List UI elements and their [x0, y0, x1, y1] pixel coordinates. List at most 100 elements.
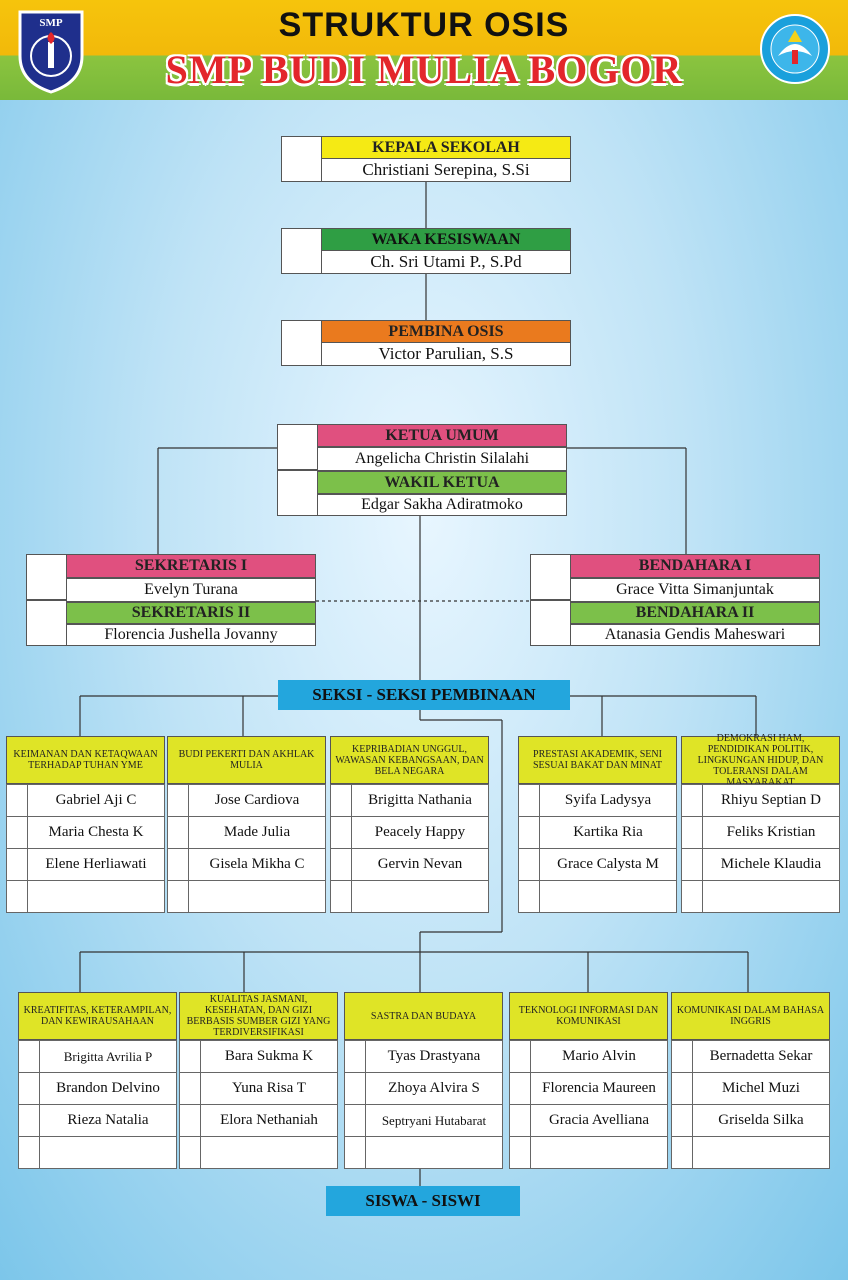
empty-slot — [351, 880, 489, 913]
member-photo-slot — [6, 816, 28, 849]
member-name: Rieza Natalia — [39, 1104, 177, 1137]
school-logo: SMP — [18, 10, 84, 94]
seksi-pembinaan-label: SEKSI - SEKSI PEMBINAAN — [278, 680, 570, 710]
member-name: Maria Chesta K — [27, 816, 165, 849]
member-photo-slot — [518, 848, 540, 881]
section-title: DEMOKRASI HAM, PENDIDIKAN POLITIK, LINGK… — [681, 733, 840, 788]
member-photo-slot — [671, 1040, 693, 1073]
empty-slot — [702, 880, 840, 913]
member-name: Syifa Ladysya — [539, 784, 677, 817]
member-name: Yuna Risa T — [200, 1072, 338, 1105]
member-name: Michele Klaudia — [702, 848, 840, 881]
photo-placeholder — [530, 600, 571, 646]
member-photo-slot — [330, 784, 352, 817]
member-photo-slot — [344, 1072, 366, 1105]
member-photo-slot — [509, 1136, 531, 1169]
leader-name: Ch. Sri Utami P., S.Pd — [321, 250, 571, 274]
member-photo-slot — [671, 1072, 693, 1105]
ketua-role: KETUA UMUM — [317, 424, 567, 447]
section-title: SASTRA DAN BUDAYA — [344, 992, 503, 1040]
member-photo-slot — [6, 784, 28, 817]
section-title: KOMUNIKASI DALAM BAHASA INGGRIS — [671, 992, 830, 1040]
member-name: Bara Sukma K — [200, 1040, 338, 1073]
wakil-name: Edgar Sakha Adiratmoko — [317, 494, 567, 516]
member-photo-slot — [18, 1104, 40, 1137]
member-name: Rhiyu Septian D — [702, 784, 840, 817]
member-photo-slot — [681, 848, 703, 881]
school-name: SMP BUDI MULIA BOGOR — [165, 47, 683, 92]
member-photo-slot — [167, 880, 189, 913]
member-photo-slot — [344, 1040, 366, 1073]
member-photo-slot — [179, 1136, 201, 1169]
empty-slot — [365, 1136, 503, 1169]
member-name: Zhoya Alvira S — [365, 1072, 503, 1105]
member-photo-slot — [518, 816, 540, 849]
logo-text: SMP — [39, 17, 63, 29]
member-photo-slot — [6, 848, 28, 881]
bendahara1-name: Grace Vitta Simanjuntak — [570, 578, 820, 602]
member-name: Mario Alvin — [530, 1040, 668, 1073]
section-title: PRESTASI AKADEMIK, SENI SESUAI BAKAT DAN… — [518, 736, 677, 784]
member-name: Elora Nethaniah — [200, 1104, 338, 1137]
member-name: Michel Muzi — [692, 1072, 830, 1105]
member-name: Kartika Ria — [539, 816, 677, 849]
empty-slot — [692, 1136, 830, 1169]
member-name: Brigitta Avrilia P — [39, 1040, 177, 1073]
member-photo-slot — [681, 816, 703, 849]
section-title: KUALITAS JASMANI, KESEHATAN, DAN GIZI BE… — [179, 992, 338, 1040]
member-name: Grace Calysta M — [539, 848, 677, 881]
sekretaris2-name: Florencia Jushella Jovanny — [66, 624, 316, 646]
sekretaris1-name: Evelyn Turana — [66, 578, 316, 602]
member-photo-slot — [344, 1136, 366, 1169]
photo-placeholder — [530, 554, 571, 600]
leader-name: Victor Parulian, S.S — [321, 342, 571, 366]
role-label: KEPALA SEKOLAH — [321, 136, 571, 159]
sekretaris2-role: SEKRETARIS II — [66, 602, 316, 624]
member-photo-slot — [18, 1040, 40, 1073]
member-photo-slot — [18, 1072, 40, 1105]
member-name: Gabriel Aji C — [27, 784, 165, 817]
member-photo-slot — [179, 1104, 201, 1137]
section-title: KEIMANAN DAN KETAQWAAN TERHADAP TUHAN YM… — [6, 736, 165, 784]
bendahara1-role: BENDAHARA I — [570, 554, 820, 578]
photo-placeholder — [277, 424, 318, 470]
member-name: Brandon Delvino — [39, 1072, 177, 1105]
member-name: Griselda Silka — [692, 1104, 830, 1137]
member-photo-slot — [681, 784, 703, 817]
photo-placeholder — [281, 320, 322, 366]
member-photo-slot — [167, 816, 189, 849]
bendahara2-role: BENDAHARA II — [570, 602, 820, 624]
member-photo-slot — [344, 1104, 366, 1137]
member-photo-slot — [6, 880, 28, 913]
page-title: STRUKTUR OSIS — [278, 6, 570, 44]
member-photo-slot — [509, 1040, 531, 1073]
siswa-siswi-label: SISWA - SISWI — [326, 1186, 520, 1216]
member-photo-slot — [518, 784, 540, 817]
section-title: KEPRIBADIAN UNGGUL, WAWASAN KEBANGSAAN, … — [330, 736, 489, 784]
sekretaris1-role: SEKRETARIS I — [66, 554, 316, 578]
role-label: WAKA KESISWAAN — [321, 228, 571, 251]
empty-slot — [200, 1136, 338, 1169]
member-name: Made Julia — [188, 816, 326, 849]
wakil-role: WAKIL KETUA — [317, 471, 567, 494]
role-label: PEMBINA OSIS — [321, 320, 571, 343]
member-photo-slot — [179, 1040, 201, 1073]
photo-placeholder — [26, 600, 67, 646]
member-name: Gracia Avelliana — [530, 1104, 668, 1137]
photo-placeholder — [277, 470, 318, 516]
member-name: Jose Cardiova — [188, 784, 326, 817]
member-name: Gisela Mikha C — [188, 848, 326, 881]
leader-name: Christiani Serepina, S.Si — [321, 158, 571, 182]
section-title: BUDI PEKERTI DAN AKHLAK MULIA — [167, 736, 326, 784]
member-name: Bernadetta Sekar — [692, 1040, 830, 1073]
empty-slot — [27, 880, 165, 913]
member-photo-slot — [671, 1136, 693, 1169]
member-name: Gervin Nevan — [351, 848, 489, 881]
member-name: Feliks Kristian — [702, 816, 840, 849]
bendahara2-name: Atanasia Gendis Maheswari — [570, 624, 820, 646]
photo-placeholder — [26, 554, 67, 600]
member-photo-slot — [509, 1104, 531, 1137]
member-name: Septryani Hutabarat — [365, 1104, 503, 1137]
member-name: Brigitta Nathania — [351, 784, 489, 817]
